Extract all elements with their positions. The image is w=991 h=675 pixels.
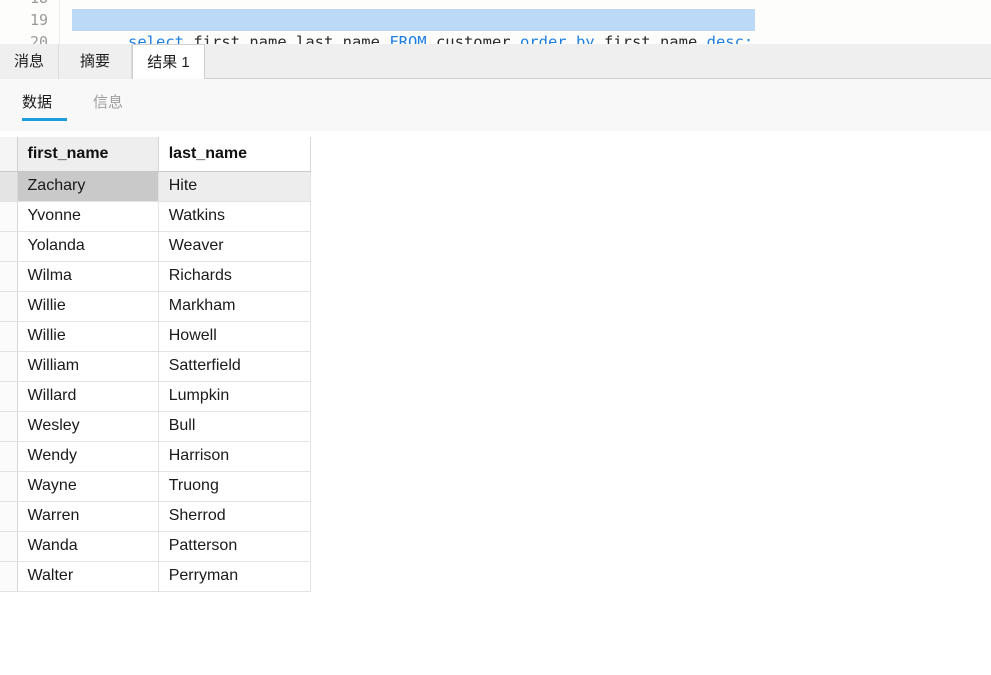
result-subtab-bar: 数据 信息	[0, 79, 991, 131]
row-selector-cell[interactable]	[0, 291, 18, 322]
row-selector-cell[interactable]	[0, 411, 18, 442]
cell-last-name[interactable]: Satterfield	[158, 351, 312, 382]
row-selector-cell[interactable]	[0, 201, 18, 232]
cell-last-name[interactable]: Markham	[158, 291, 312, 322]
row-selector-cell[interactable]	[0, 531, 18, 562]
result-grid-header: first_name last_name	[0, 137, 312, 172]
subtab-data-label: 数据	[22, 94, 53, 111]
column-header-first-name[interactable]: first_name	[17, 137, 159, 172]
cell-last-name[interactable]: Hite	[158, 171, 312, 202]
column-header-last-name[interactable]: last_name	[158, 137, 312, 172]
cell-last-name[interactable]: Richards	[158, 261, 312, 292]
cell-first-name[interactable]: Wanda	[17, 531, 159, 562]
sql-editor[interactable]: 18 19 20 select first_name,last_name FRO…	[0, 0, 991, 44]
row-selector-cell[interactable]	[0, 381, 18, 412]
cell-first-name[interactable]: Wilma	[17, 261, 159, 292]
row-selector-cell[interactable]	[0, 231, 18, 262]
tab-summary[interactable]: 摘要	[59, 44, 132, 79]
cell-first-name[interactable]: Warren	[17, 501, 159, 532]
cell-last-name[interactable]: Patterson	[158, 531, 312, 562]
editor-line-number-gutter: 18 19 20	[0, 0, 60, 44]
cell-last-name[interactable]: Watkins	[158, 201, 312, 232]
row-selector-cell[interactable]	[0, 441, 18, 472]
cell-first-name[interactable]: Yvonne	[17, 201, 159, 232]
sql-token-select: select	[128, 33, 184, 44]
row-selector-cell[interactable]	[0, 501, 18, 532]
tab-messages[interactable]: 消息	[0, 44, 59, 79]
sql-token-desc: desc;	[706, 33, 754, 44]
sql-statement-line[interactable]: select first_name,last_name FROM custome…	[72, 9, 756, 44]
sql-token-order-col: first_name	[594, 33, 707, 44]
result-tab-bar: 消息 摘要 结果 1	[0, 44, 991, 80]
row-selector-cell[interactable]	[0, 561, 18, 592]
cell-first-name[interactable]: Willie	[17, 321, 159, 352]
sql-token-table: customer	[426, 33, 520, 44]
cell-first-name[interactable]: William	[17, 351, 159, 382]
row-selector-cell[interactable]	[0, 351, 18, 382]
cell-last-name[interactable]: Lumpkin	[158, 381, 312, 412]
row-header-corner	[0, 137, 18, 172]
row-selector-cell[interactable]	[0, 261, 18, 292]
sql-token-order-by: order by	[519, 33, 595, 44]
cell-first-name[interactable]: Yolanda	[17, 231, 159, 262]
cell-first-name[interactable]: Willard	[17, 381, 159, 412]
cell-first-name[interactable]: Walter	[17, 561, 159, 592]
cell-last-name[interactable]: Sherrod	[158, 501, 312, 532]
line-number-20: 20	[29, 33, 48, 44]
cell-last-name[interactable]: Weaver	[158, 231, 312, 262]
cell-first-name[interactable]: Willie	[17, 291, 159, 322]
cell-last-name[interactable]: Bull	[158, 411, 312, 442]
subtab-info-label: 信息	[93, 94, 124, 111]
row-selector-cell[interactable]	[0, 321, 18, 352]
sql-token-columns: first_name,last_name	[184, 33, 390, 44]
cell-first-name[interactable]: Wendy	[17, 441, 159, 472]
header-row: first_name last_name	[0, 137, 312, 172]
cell-last-name[interactable]: Howell	[158, 321, 312, 352]
subtab-info[interactable]: 信息	[93, 91, 138, 121]
sql-token-from: FROM	[389, 33, 427, 44]
tab-result-1[interactable]: 结果 1	[132, 44, 205, 80]
cell-first-name[interactable]: Wesley	[17, 411, 159, 442]
row-selector-cell[interactable]	[0, 171, 18, 202]
cell-first-name[interactable]: Zachary	[17, 171, 159, 202]
subtab-data[interactable]: 数据	[22, 91, 67, 121]
cell-last-name[interactable]: Perryman	[158, 561, 312, 592]
cell-last-name[interactable]: Truong	[158, 471, 312, 502]
cell-first-name[interactable]: Wayne	[17, 471, 159, 502]
row-selector-cell[interactable]	[0, 471, 18, 502]
line-number-19: 19	[29, 11, 48, 29]
cell-last-name[interactable]: Harrison	[158, 441, 312, 472]
line-number-18: 18	[0, 0, 48, 9]
